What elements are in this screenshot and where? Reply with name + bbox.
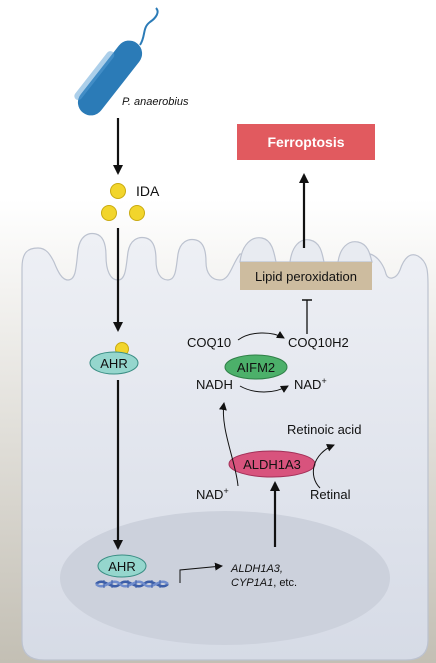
ahr-cytoplasm-label: AHR: [100, 356, 127, 371]
gene-line2: CYP1A1, etc.: [231, 577, 297, 589]
villi-right: [239, 237, 373, 263]
arrow-coq10-to-coq10h2: [237, 331, 285, 341]
ahr-cytoplasm-ellipse: [89, 351, 139, 375]
nad-plus-right-label: NAD+: [294, 376, 327, 392]
transcription-arrow: [179, 562, 223, 583]
lipid-peroxidation-box: [240, 262, 372, 290]
retinoic-acid-label: Retinoic acid: [287, 422, 361, 437]
ahr-nucleus-label: AHR: [108, 559, 135, 574]
gene-etc: , etc.: [273, 577, 297, 589]
ida-molecule-icon: [101, 183, 145, 221]
ahr-nucleus-ellipse: [97, 554, 147, 578]
lipid-peroxidation-label: Lipid peroxidation: [255, 269, 357, 284]
gene-line1: ALDH1A3,: [230, 563, 283, 575]
aifm2-label: AIFM2: [237, 360, 275, 375]
aldh1a3-label: ALDH1A3: [243, 457, 301, 472]
arrow-nadh-to-nad: [239, 385, 289, 393]
nadh-label: NADH: [196, 377, 233, 392]
ferroptosis-box: [237, 124, 375, 160]
arrow-retinal-to-retinoic-acid: [312, 443, 335, 489]
gene-cyp1a1: CYP1A1: [231, 577, 273, 589]
nad-plus-left-label: NAD+: [196, 486, 229, 502]
rod-bacterium-icon: [74, 7, 159, 116]
dna-helix-icon: [95, 580, 169, 588]
bacterium-label: P. anaerobius: [122, 96, 189, 108]
ida-label: IDA: [136, 183, 160, 199]
arrow-nad-to-nadh: [218, 402, 239, 487]
retinal-label: Retinal: [310, 487, 351, 502]
aifm2-ellipse: [224, 354, 288, 380]
coq10-label: COQ10: [187, 335, 231, 350]
nucleus: [60, 511, 390, 645]
coq10h2-label: COQ10H2: [288, 335, 349, 350]
ferroptosis-label: Ferroptosis: [267, 134, 344, 150]
